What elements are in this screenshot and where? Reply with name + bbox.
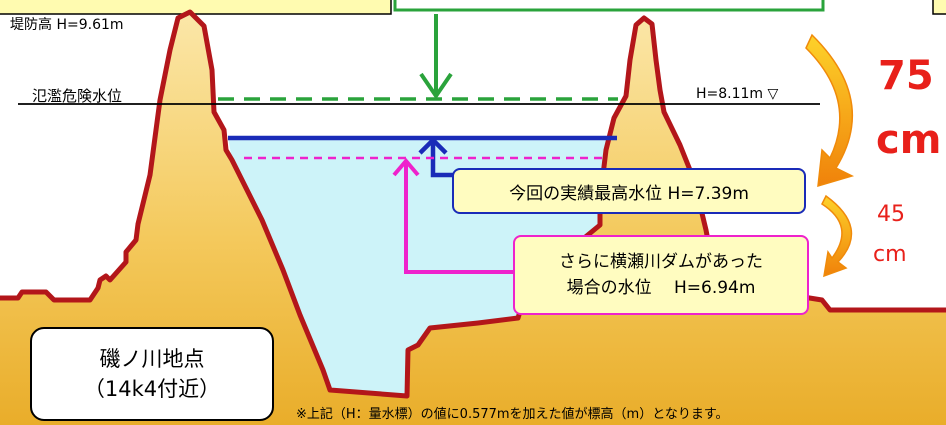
- top-left-title-box: [0, 0, 392, 15]
- top-right-box: [932, 0, 946, 15]
- diff-small-value: 45: [877, 202, 905, 227]
- diff-big-value: 75: [878, 53, 934, 99]
- actual-max-level-box: 今回の実績最高水位 H=7.39m: [452, 168, 806, 214]
- levee-height-label: 堤防高 H=9.61m: [10, 17, 124, 33]
- difference-75cm-arrow-icon: [805, 33, 855, 188]
- location-sub: （14k4付近）: [83, 377, 221, 401]
- top-flood-level-box: [393, 0, 825, 12]
- location-box: 磯ノ川地点 （14k4付近）: [30, 327, 274, 421]
- ground-levees: [0, 12, 946, 425]
- diff-small-unit: cm: [873, 242, 907, 267]
- blue-arrow-icon: [418, 136, 448, 155]
- diff-big-unit: cm: [876, 117, 942, 163]
- dam-scenario-box: さらに横瀬川ダムがあった 場合の水位 H=6.94m: [513, 235, 809, 315]
- dam-scenario-line1: さらに横瀬川ダムがあった: [559, 252, 763, 272]
- difference-45cm-arrow-icon: [821, 194, 853, 278]
- elevation-note: ※上記（H：量水標）の値に0.577mを加えた値が標高（m）となります。: [296, 407, 729, 422]
- flood-danger-label: 氾濫危険水位: [32, 87, 123, 105]
- location-name: 磯ノ川地点: [99, 347, 205, 371]
- flood-danger-value: H=8.11m ▽: [696, 86, 779, 102]
- magenta-arrow-icon: [392, 157, 420, 177]
- ground-outline: [0, 9, 946, 399]
- dam-scenario-line2: 場合の水位 H=6.94m: [566, 278, 756, 298]
- actual-max-level-text: 今回の実績最高水位 H=7.39m: [509, 183, 749, 204]
